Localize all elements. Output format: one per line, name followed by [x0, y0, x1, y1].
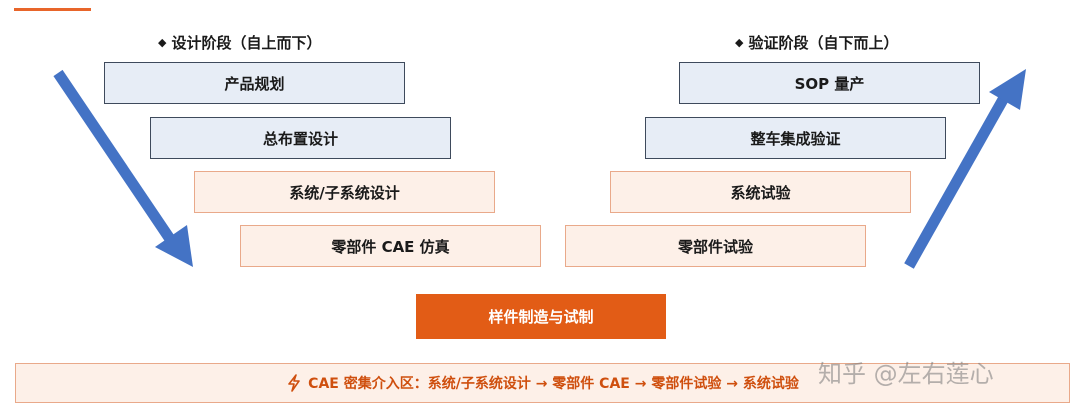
verification-stage-label: SOP 量产: [794, 74, 865, 93]
design-stage-label: 系统/子系统设计: [289, 183, 400, 202]
prototype-manufacturing-label: 样件制造与试制: [488, 308, 594, 326]
design-phase-bullet: ◆: [158, 36, 167, 49]
up-arrow: [904, 69, 1026, 269]
lightning-icon: [286, 374, 302, 392]
verification-phase-title-text: 验证阶段（自下而上）: [748, 34, 899, 52]
design-stage-system-design: 系统/子系统设计: [194, 171, 495, 213]
design-phase-title-text: 设计阶段（自上而下）: [171, 34, 322, 52]
verification-phase-title: ◆ 验证阶段（自下而上）: [735, 32, 898, 53]
watermark: 知乎 @左右莲心: [818, 360, 994, 388]
design-stage-component-cae: 零部件 CAE 仿真: [240, 225, 541, 267]
design-stage-label: 零部件 CAE 仿真: [331, 237, 450, 256]
verification-stage-system-test: 系统试验: [610, 171, 911, 213]
down-arrow: [53, 69, 193, 267]
verification-phase-bullet: ◆: [735, 36, 744, 49]
verification-stage-vehicle-integration: 整车集成验证: [645, 117, 946, 159]
design-stage-label: 产品规划: [224, 74, 285, 93]
design-stage-label: 总布置设计: [262, 129, 338, 148]
cae-intensive-zone-text: CAE 密集介入区：系统/子系统设计 → 零部件 CAE → 零部件试验 → 系…: [308, 376, 799, 392]
verification-stage-sop: SOP 量产: [679, 62, 980, 104]
verification-stage-component-test: 零部件试验: [565, 225, 866, 267]
design-stage-layout-design: 总布置设计: [150, 117, 451, 159]
design-phase-title: ◆ 设计阶段（自上而下）: [158, 32, 321, 53]
design-stage-product-planning: 产品规划: [104, 62, 405, 104]
verification-stage-label: 整车集成验证: [750, 129, 841, 148]
verification-stage-label: 零部件试验: [677, 237, 753, 256]
cae-intensive-zone-banner: CAE 密集介入区：系统/子系统设计 → 零部件 CAE → 零部件试验 → 系…: [15, 363, 1070, 403]
verification-stage-label: 系统试验: [730, 183, 791, 202]
prototype-manufacturing-box: 样件制造与试制: [416, 294, 666, 339]
title-accent-line: [14, 8, 91, 11]
